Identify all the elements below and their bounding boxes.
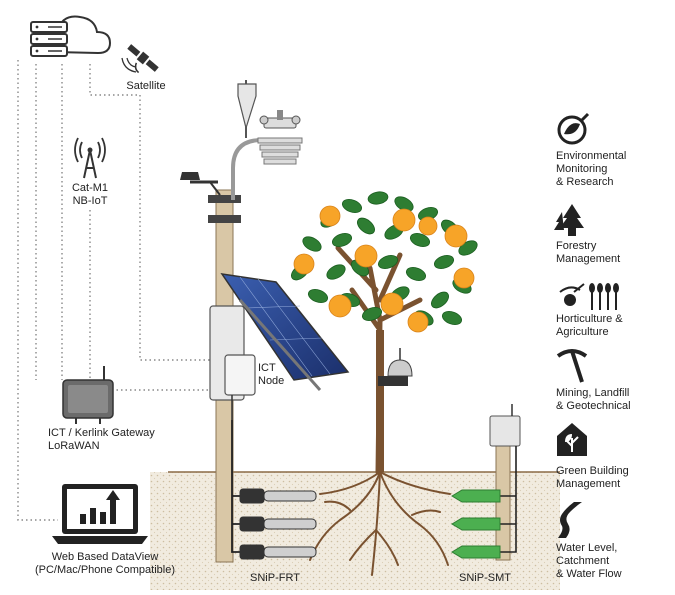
node-line-1: ICT (258, 362, 276, 374)
tree-roots (309, 471, 451, 576)
water-icon (558, 502, 582, 538)
dataview-label: Web Based DataView (PC/Mac/Phone Compati… (30, 551, 180, 577)
snip-frt-sensors (231, 420, 317, 560)
app-green-building-label: Green Building Management (556, 465, 629, 490)
gateway-line-1: ICT / Kerlink Gateway (48, 427, 155, 439)
gateway-device-icon (62, 366, 114, 424)
server-cloud-icon (30, 15, 112, 57)
link-satellite-node (89, 64, 224, 361)
green-building-icon (557, 423, 587, 456)
communication-links (17, 60, 224, 521)
satellite-label: Satellite (126, 80, 166, 92)
snip-smt-label: SNiP-SMT (459, 572, 511, 584)
link-server-laptop (17, 60, 58, 521)
snip-frt-label: SNiP-FRT (250, 572, 300, 584)
app-water-label: Water Level, Catchment & Water Flow (556, 542, 622, 580)
snip-smt-station (451, 404, 521, 561)
environment-icon (557, 112, 590, 145)
satellite-signal (121, 57, 137, 73)
cellular-line-1: Cat-M1 (71, 182, 109, 194)
dataview-line-1: Web Based DataView (51, 551, 159, 563)
app-agriculture-label: Horticulture & Agriculture (556, 313, 623, 338)
cellular-line-2: NB-IoT (72, 195, 108, 207)
app-environment-label: Environmental Monitoring & Research (556, 150, 627, 188)
cell-tower-icon (74, 137, 106, 179)
solar-panel (220, 273, 350, 391)
satellite-icon (127, 44, 159, 74)
node-label: ICT Node (258, 362, 284, 388)
cellular-label: Cat-M1 NB-IoT (62, 182, 118, 208)
forestry-icon (554, 204, 584, 236)
laptop-icon (52, 484, 148, 544)
app-mining-label: Mining, Landfill & Geotechnical (556, 387, 631, 412)
orange-tree (291, 191, 478, 475)
gateway-label: ICT / Kerlink Gateway LoRaWAN (48, 427, 155, 453)
agriculture-icon (559, 283, 619, 310)
dataview-line-2: (PC/Mac/Phone Compatible) (34, 564, 175, 576)
mining-icon (556, 349, 588, 383)
ict-node-box (209, 305, 256, 420)
weather-station (237, 80, 303, 165)
app-forestry-label: Forestry Management (556, 240, 621, 265)
node-line-2: Node (258, 375, 285, 387)
gateway-line-2: LoRaWAN (48, 440, 100, 452)
